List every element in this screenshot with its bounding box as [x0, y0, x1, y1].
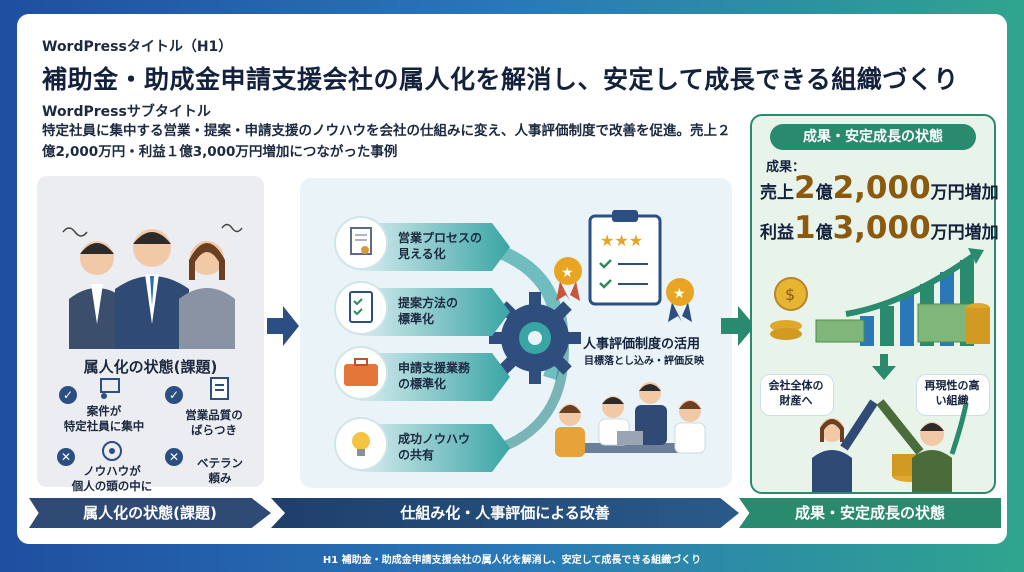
bottom-bar-result: 成果・安定成長の状態	[739, 498, 1001, 528]
svg-text:★: ★	[673, 286, 686, 302]
svg-text:★: ★	[561, 265, 574, 281]
sales-prefix: 売上	[760, 183, 794, 203]
problem-panel: 属人化の状態(課題) ✓ 案件が特定社員に集中 ✓ 営業品質のばらつき ✕ ノウ…	[37, 176, 264, 493]
document-icon	[334, 216, 388, 270]
checklist-icon	[334, 281, 388, 335]
step-label-3: 申請支援業務の標準化	[398, 361, 471, 391]
x-icon: ✕	[165, 448, 183, 466]
wp-title-label: WordPressタイトル（H1）	[42, 39, 233, 55]
presentation-icon	[100, 378, 120, 399]
profit-oku-unit: 億	[815, 223, 833, 243]
arrow-right-icon	[721, 306, 755, 346]
result-label: 成果：	[766, 160, 806, 175]
sales-oku-unit: 億	[815, 183, 833, 203]
check-icon: ✓	[165, 386, 183, 404]
briefcase-icon	[334, 346, 388, 400]
bottom-bar-problem: 属人化の状態(課題)	[29, 498, 271, 528]
growth-money-illustration: $	[770, 248, 990, 346]
profit-oku: 1	[794, 210, 816, 246]
head-brain-icon	[102, 441, 122, 461]
briefcase-icon-svg	[344, 358, 378, 386]
check-icon: ✓	[59, 386, 77, 404]
arrow-right-icon	[267, 306, 299, 346]
main-card: WordPressタイトル（H1） 補助金・助成金申請支援会社の属人化を解消し、…	[17, 14, 1007, 544]
stressed-employees-illustration	[62, 223, 243, 349]
result-panel: 成果・安定成長の状態 成果： 売上2億2,000万円増加 利益1億3,000万円…	[750, 114, 999, 494]
team-meeting-illustration	[555, 382, 706, 457]
issue-veteran: ベテラン頼み	[197, 456, 243, 485]
bubble-company-asset: 会社全体の財産へ	[768, 379, 824, 407]
result-heading: 成果・安定成長の状態	[770, 124, 976, 150]
bottom-bar-improvement: 仕組み化・人事評価による改善	[271, 498, 739, 528]
eval-title: 人事評価制度の活用	[583, 337, 701, 352]
step-label-1: 営業プロセスの見える化	[398, 231, 483, 261]
step-label-4: 成功ノウハウの共有	[398, 432, 471, 462]
evaluation-clipboard-icon: ★★★	[588, 210, 662, 306]
issue-knowhow: ノウハウが個人の頭の中に	[71, 464, 153, 493]
problem-heading: 属人化の状態(課題)	[83, 358, 218, 376]
eval-subtitle: 目標落とし込み・評価反映	[584, 356, 704, 367]
svg-text:★★★: ★★★	[600, 231, 643, 250]
lightbulb-icon-svg	[352, 432, 370, 456]
sales-man: 2,000	[832, 170, 931, 206]
bubble-reproducible-org: 再現性の高い組織	[924, 379, 980, 407]
sales-result: 売上2億2,000万円増加	[760, 170, 999, 206]
footer-caption: H1 補助金・助成金申請支援会社の属人化を解消し、安定して成長できる組織づくり	[322, 555, 702, 566]
wp-subtitle-label: WordPressサブタイトル	[42, 104, 211, 120]
issue-concentration: 案件が特定社員に集中	[63, 404, 145, 433]
checklist-icon-svg	[349, 291, 373, 323]
x-icon: ✕	[57, 448, 75, 466]
improvement-panel: 営業プロセスの見える化 提案方法の標準化 申請支援業務の標準化 成功ノウハウの共…	[300, 178, 732, 488]
award-badge-icon: ★	[666, 278, 694, 322]
high-five-illustration	[812, 399, 969, 492]
issue-quality: 営業品質のばらつき	[185, 408, 243, 437]
profit-suffix: 万円増加	[930, 223, 999, 243]
profit-man: 3,000	[832, 210, 931, 246]
profit-prefix: 利益	[760, 223, 794, 243]
document-icon	[210, 377, 229, 400]
document-icon-svg	[350, 227, 372, 255]
sales-oku: 2	[794, 170, 816, 206]
lightbulb-icon	[334, 417, 388, 471]
arrow-down-icon	[872, 354, 896, 380]
step-label-2: 提案方法の標準化	[398, 296, 459, 326]
page-description: 特定社員に集中する営業・提案・申請支援のノウハウを会社の仕組みに変え、人事評価制…	[42, 123, 731, 160]
page-title: 補助金・助成金申請支援会社の属人化を解消し、安定して成長できる組織づくり	[42, 65, 959, 94]
sales-suffix: 万円増加	[930, 183, 999, 203]
profit-result: 利益1億3,000万円増加	[760, 210, 999, 246]
award-badge-icon: ★	[554, 257, 582, 301]
svg-text:$: $	[785, 285, 795, 304]
